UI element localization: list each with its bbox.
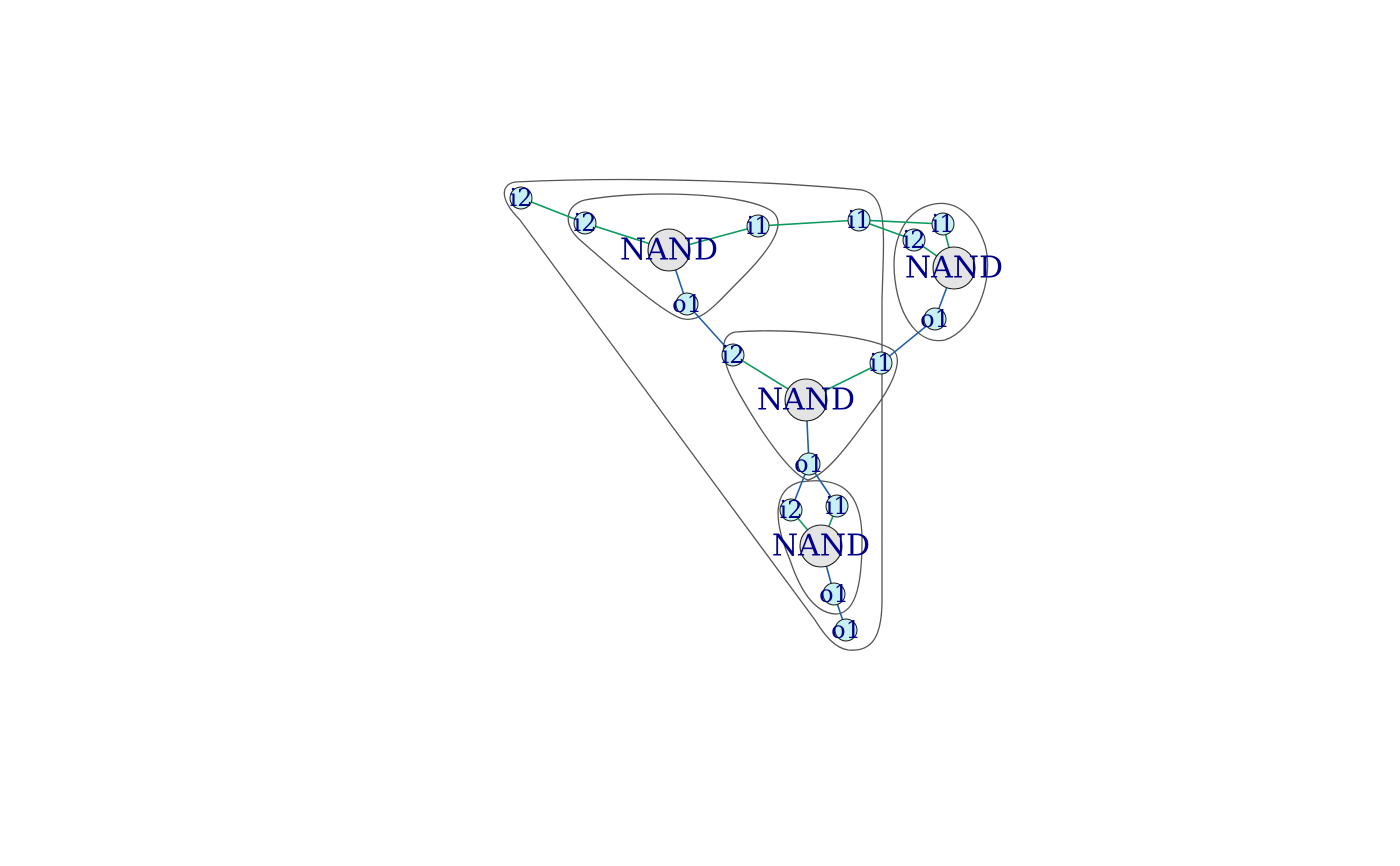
gate-node-g3 [784,378,828,422]
gate-label-g2: NAND [905,251,1003,286]
port-label-p_o1_g3: o1 [794,450,824,478]
gate-label-g4: NAND [772,529,870,564]
gate-node-g2 [932,246,976,290]
port-label-p_i2_g1: i2 [574,209,597,237]
port-node-p_o1_g3 [797,452,821,476]
port-node-p_o1_g2 [923,307,947,331]
port-label-p_i2_g4: i2 [780,496,803,524]
hull-gate-1-group [567,193,779,320]
port-label-p_o1_g2: o1 [920,305,950,333]
gate-node-g1 [647,228,691,272]
port-node-p_i1_g2 [931,212,955,236]
port-node-p_i2_g1 [573,211,597,235]
port-label-p_i1_outer: i1 [848,206,871,234]
port-label-p_i2_outer: i2 [510,184,533,212]
gate-label-g1: NAND [620,233,718,268]
port-label-p_i2_g2: i2 [903,226,926,254]
edge-p_o1_g2-p_i1_g3 [880,318,936,364]
port-label-p_i1_g1: i1 [747,212,770,240]
hull-gate-4-group [777,480,863,615]
edges [520,197,955,631]
edge-p_i1_outer-p_i1_g2 [858,219,944,225]
port-label-p_o1_outer: o1 [831,616,861,644]
port-label-p_i1_g2: i1 [932,210,955,238]
port-label-p_o1_g4: o1 [819,580,849,608]
port-node-p_o1_outer [834,618,858,642]
group-hulls [503,178,989,651]
gate-label-g3: NAND [757,383,855,418]
port-label-p_i1_g3: i1 [870,349,893,377]
port-node-p_i1_outer [847,208,871,232]
hull-outer-circuit [503,178,885,651]
port-node-p_i1_g1 [746,214,770,238]
port-label-p_i2_g3: i2 [722,341,745,369]
gate-node-g4 [799,524,843,568]
port-node-p_i1_g4 [825,494,849,518]
port-node-p_i2_g3 [721,343,745,367]
port-label-p_o1_g1: o1 [672,290,702,318]
port-node-p_i2_g4 [779,498,803,522]
port-node-p_i1_g3 [869,351,893,375]
port-node-p_i2_g2 [902,228,926,252]
hull-gate-3-group [722,330,898,481]
port-node-p_o1_g1 [675,292,699,316]
edge-p_i1_g1-p_i1_outer [757,219,860,227]
port-node-p_i2_outer [509,186,533,210]
hull-gate-2-group [893,202,989,342]
port-label-p_i1_g4: i1 [826,492,849,520]
port-node-p_o1_g4 [822,582,846,606]
